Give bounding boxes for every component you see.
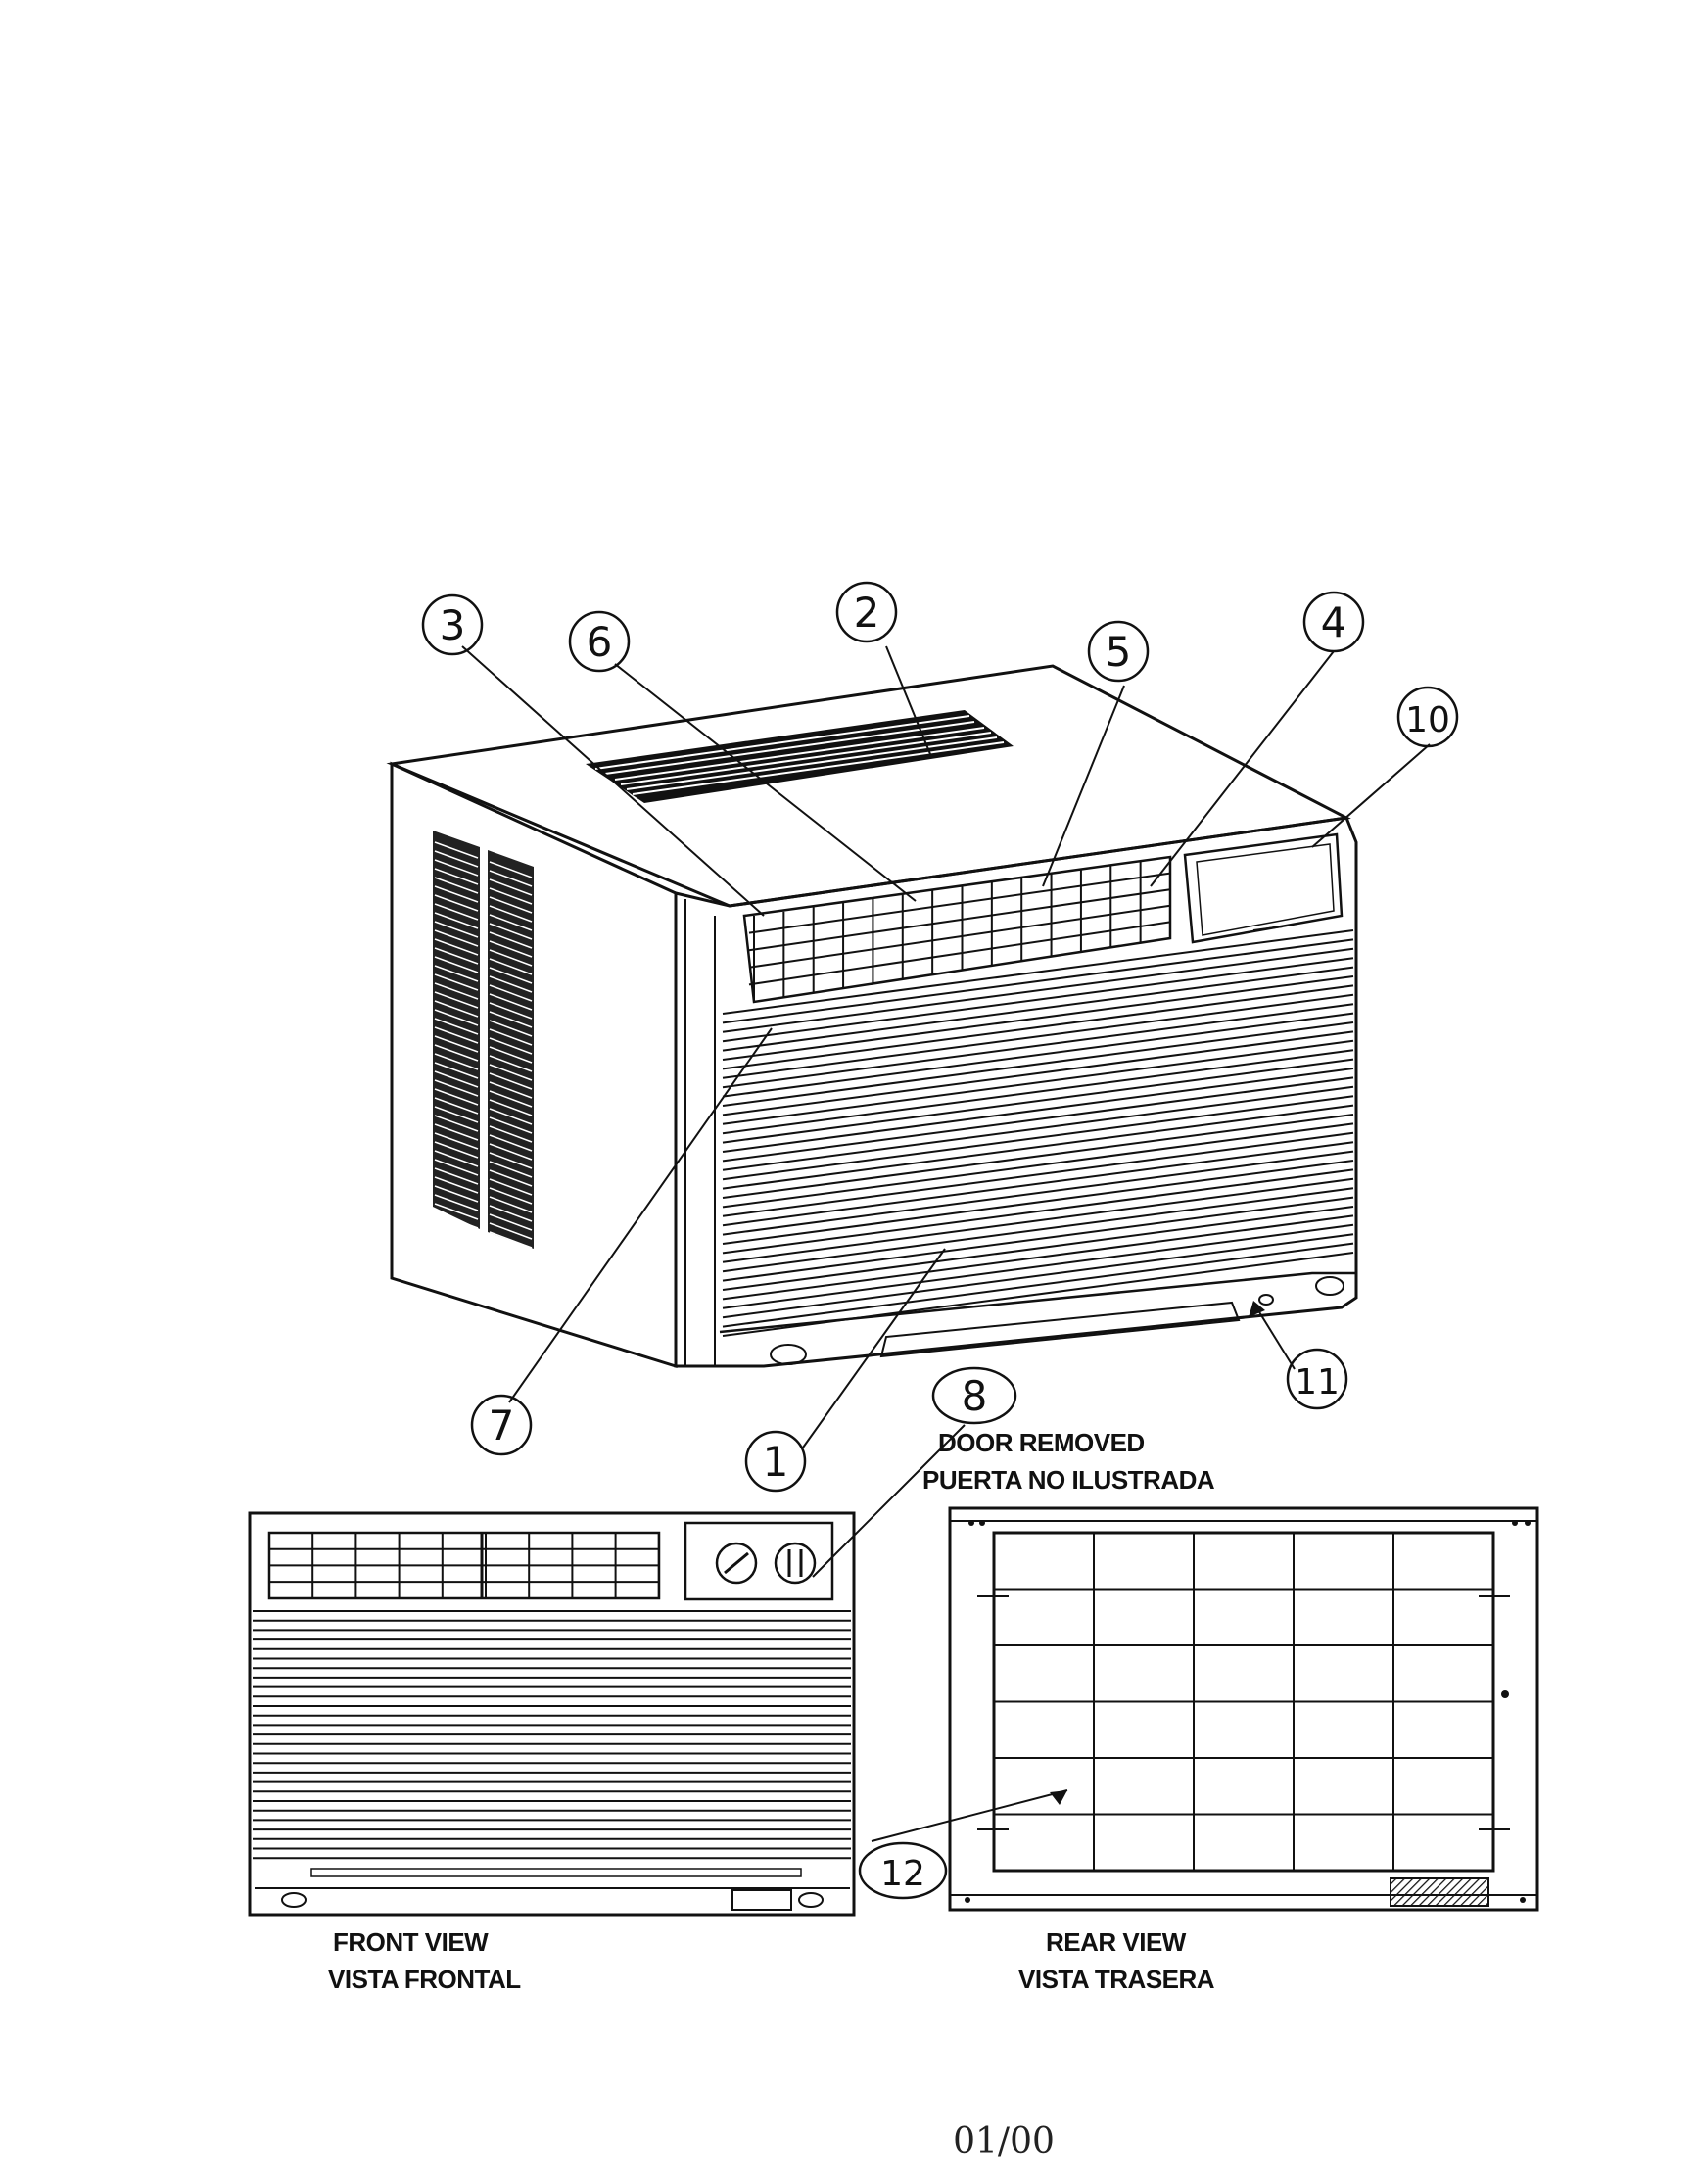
callout-4: 4	[1302, 591, 1365, 653]
front-panel	[674, 816, 1358, 1368]
svg-text:2: 2	[854, 589, 880, 637]
front-view-caption: FRONT VIEW	[333, 1927, 489, 1957]
callout-3: 3	[421, 593, 484, 656]
callout-2: 2	[835, 581, 898, 643]
top-vent-grille	[586, 710, 1014, 803]
svg-text:1: 1	[763, 1438, 789, 1486]
callout-6: 6	[568, 610, 631, 673]
door-removed-caption-es: PUERTA NO ILUSTRADA	[922, 1465, 1215, 1495]
callout-12: 12	[858, 1841, 948, 1900]
svg-text:12: 12	[880, 1854, 925, 1894]
control-door	[1183, 832, 1344, 944]
callout-11: 11	[1286, 1348, 1348, 1410]
door-removed-caption: DOOR REMOVED	[938, 1428, 1145, 1457]
callout-7: 7	[470, 1394, 533, 1456]
rear-view-caption: REAR VIEW	[1046, 1927, 1187, 1957]
svg-text:5: 5	[1106, 628, 1132, 676]
svg-text:11: 11	[1295, 1362, 1340, 1402]
svg-text:6: 6	[587, 618, 613, 666]
front-view-caption-es: VISTA FRONTAL	[328, 1965, 521, 1994]
svg-text:7: 7	[489, 1401, 515, 1449]
base-strip	[719, 1271, 1356, 1365]
side-louvers	[433, 831, 534, 1258]
rear-view	[948, 1506, 1539, 1912]
discharge-louvers	[742, 855, 1172, 1004]
front-view	[248, 1511, 856, 1917]
callout-8: 8	[931, 1366, 1017, 1425]
thermostat-knob	[715, 1542, 758, 1585]
cabinet-top	[386, 664, 1351, 908]
arrowheads	[1050, 1301, 1265, 1805]
callout-markers: 3 6 2 5 4 10 7 1	[421, 581, 1459, 1900]
selector-knob	[774, 1542, 817, 1585]
svg-text:8: 8	[962, 1372, 988, 1420]
callout-5: 5	[1087, 620, 1150, 683]
rating-label	[1390, 1877, 1489, 1907]
svg-text:4: 4	[1321, 598, 1347, 646]
leader-lines	[461, 645, 1431, 1842]
callout-1: 1	[744, 1430, 807, 1493]
date-code: 01/00	[953, 2121, 1055, 2161]
svg-text:10: 10	[1405, 700, 1450, 740]
unit-isometric-view	[386, 664, 1358, 1369]
callout-10: 10	[1396, 686, 1459, 748]
svg-text:3: 3	[440, 601, 466, 649]
rear-view-caption-es: VISTA TRASERA	[1018, 1965, 1215, 1994]
intake-grille	[722, 929, 1354, 1337]
